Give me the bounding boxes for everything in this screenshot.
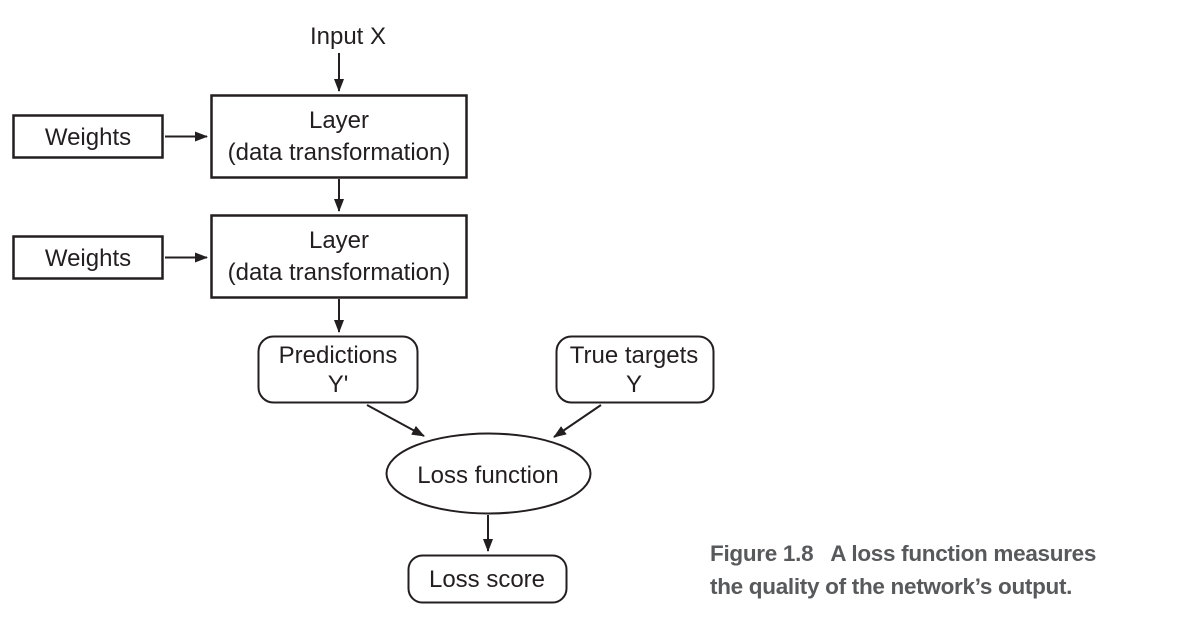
true-targets-title: True targets	[570, 342, 699, 369]
predictions-box	[257, 335, 419, 404]
loss-score-label: Loss score	[429, 566, 545, 593]
layer1-title: Layer	[309, 107, 369, 134]
figure-caption-number: Figure 1.8	[710, 541, 814, 566]
arrow-true-targets-to-loss-function	[553, 404, 602, 438]
weights2-box	[12, 235, 164, 280]
layer2-subtitle: (data transformation)	[228, 259, 451, 286]
loss-score-box	[407, 554, 568, 604]
layer2-box	[210, 214, 468, 299]
weights2-label: Weights	[45, 245, 131, 272]
layer2-title: Layer	[309, 227, 369, 254]
true-targets-subtitle: Y	[626, 371, 642, 398]
weights1-box	[12, 114, 164, 159]
figure-caption: Figure 1.8 A loss function measures the q…	[710, 537, 1192, 603]
arrow-predictions-to-loss-function	[366, 404, 425, 437]
predictions-subtitle: Y'	[328, 371, 349, 398]
predictions-title: Predictions	[279, 342, 398, 369]
input-x-label: Input X	[310, 23, 386, 50]
figure-caption-line2: the quality of the network’s output.	[710, 574, 1073, 599]
layer1-box	[210, 94, 468, 179]
figure-caption-line1: A loss function measures	[830, 541, 1097, 566]
true-targets-box	[555, 335, 715, 404]
loss-function-label: Loss function	[417, 462, 558, 489]
loss-function-ellipse	[385, 432, 592, 515]
layer1-subtitle: (data transformation)	[228, 139, 451, 166]
weights1-label: Weights	[45, 124, 131, 151]
